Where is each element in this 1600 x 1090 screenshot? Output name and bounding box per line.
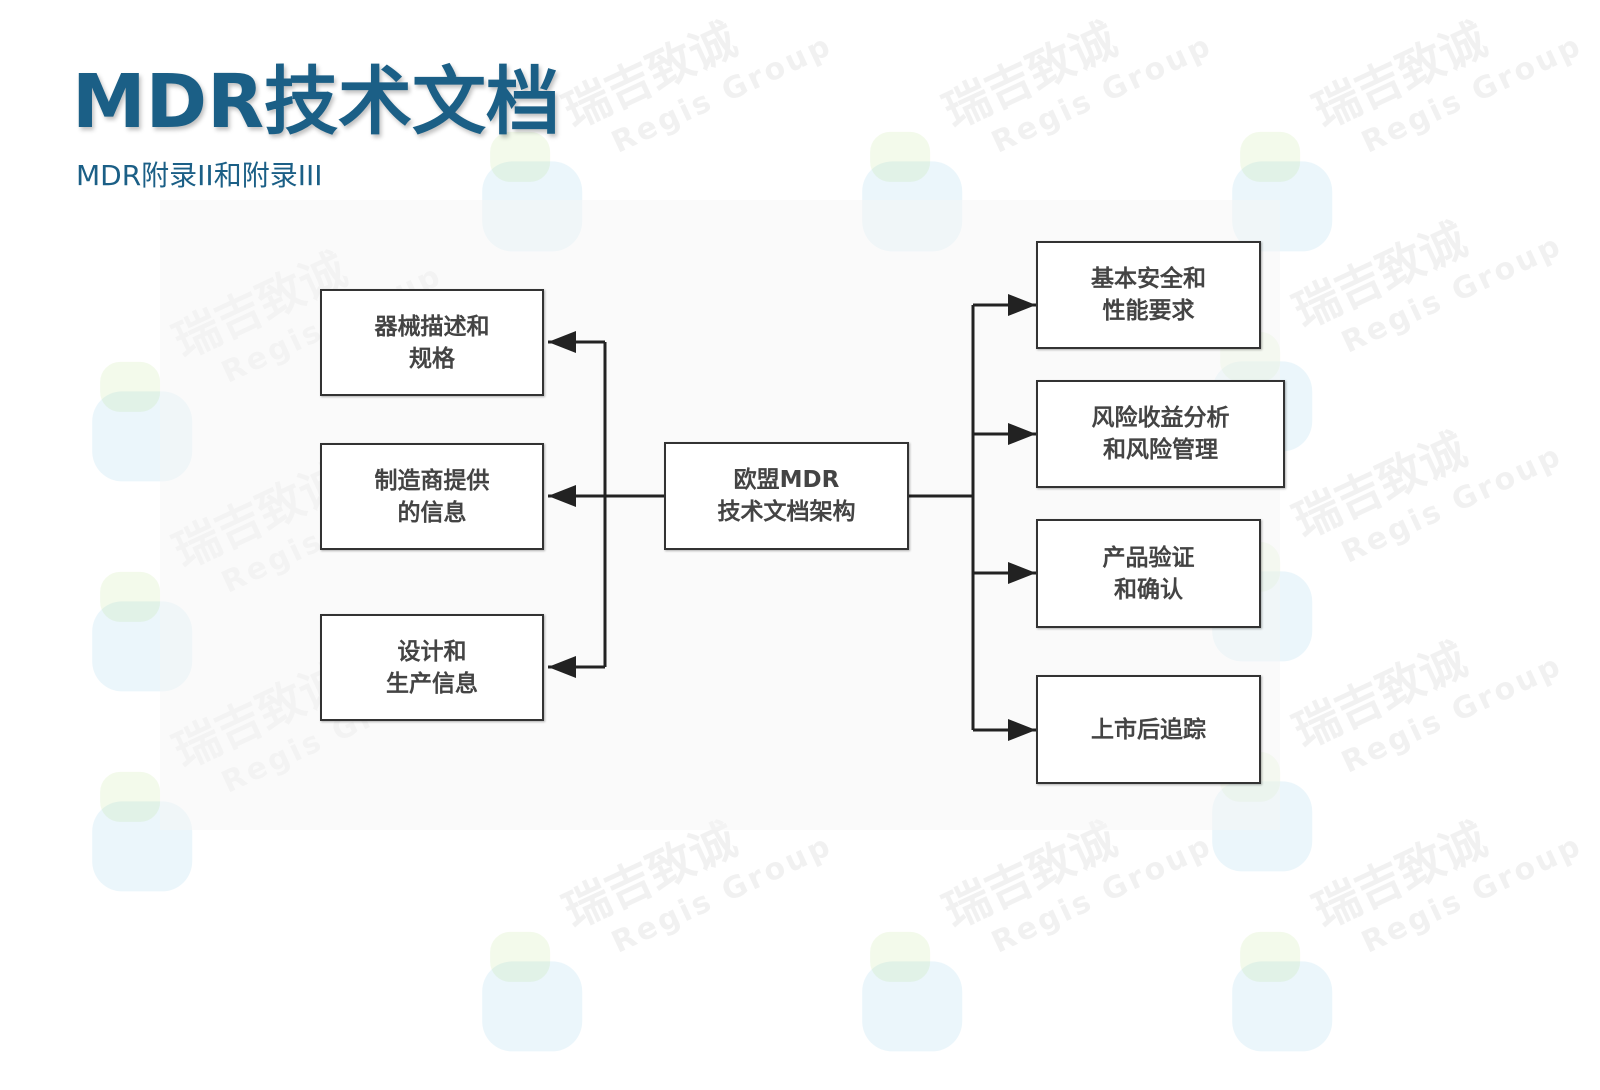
node-line1: 欧盟MDR <box>733 467 840 493</box>
node-line2: 技术文档架构 <box>717 499 856 525</box>
node-line1: 产品验证 <box>1102 544 1195 571</box>
node-line2: 生产信息 <box>386 670 478 697</box>
node-line1: 设计和 <box>397 638 467 665</box>
left-node-device-description: 器械描述和规格 <box>320 289 544 396</box>
node-line1: 基本安全和 <box>1091 266 1206 292</box>
node-line2: 的信息 <box>397 499 467 526</box>
page-subtitle: MDR附录II和附录III <box>76 159 323 192</box>
node-line2: 性能要求 <box>1102 298 1195 324</box>
node-line2: 和风险管理 <box>1103 437 1218 463</box>
left-node-design-production: 设计和生产信息 <box>320 614 544 721</box>
page-title: MDR技术文档 <box>72 59 561 145</box>
node-line1: 上市后追踪 <box>1091 716 1206 743</box>
node-line2: 和确认 <box>1114 576 1183 603</box>
right-node-verification: 产品验证和确认 <box>1036 519 1261 628</box>
left-node-manufacturer-info: 制造商提供的信息 <box>320 443 544 550</box>
node-line1: 风险收益分析 <box>1091 405 1230 431</box>
node-line2: 规格 <box>409 345 455 372</box>
right-node-risk: 风险收益分析和风险管理 <box>1036 380 1285 488</box>
right-node-gspr: 基本安全和性能要求 <box>1036 241 1261 349</box>
center-node: 欧盟MDR 技术文档架构 <box>664 442 909 550</box>
node-line1: 制造商提供 <box>374 467 490 494</box>
connector-lines <box>548 294 1036 741</box>
node-line1: 器械描述和 <box>374 313 490 340</box>
right-node-pms: 上市后追踪 <box>1036 675 1261 784</box>
